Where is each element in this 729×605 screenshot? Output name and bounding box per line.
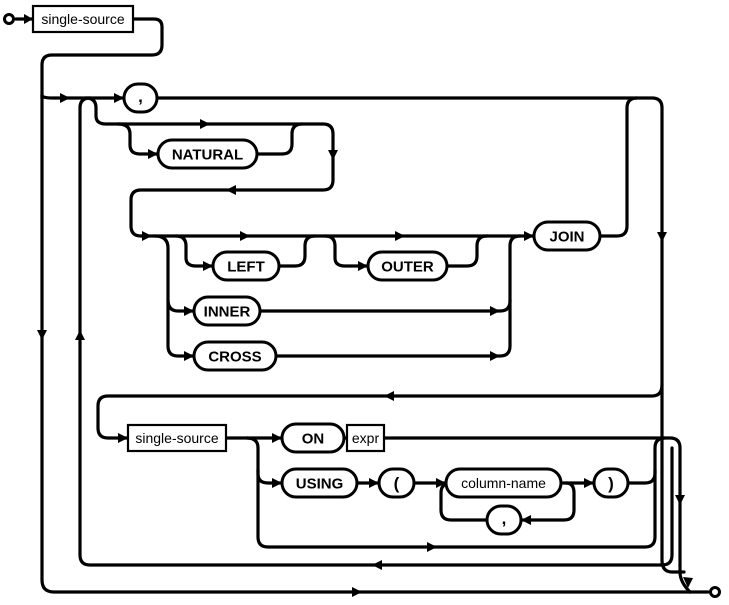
first-single-source-label: single-source — [41, 11, 124, 27]
comma-exit-wire — [155, 96, 686, 574]
inner-node — [192, 295, 262, 327]
arrow-join-in — [524, 231, 534, 241]
arrow-cross-out — [490, 351, 500, 361]
close-paren-exit-wire — [626, 436, 667, 485]
arrow-bottom-right — [352, 587, 362, 597]
return-to-source-wire — [96, 383, 664, 440]
arrow-natural-in — [148, 149, 158, 159]
arrow-inner-out — [490, 306, 500, 316]
outer-node — [366, 250, 449, 282]
start-terminal — [3, 13, 15, 25]
close-paren-node — [592, 467, 630, 499]
outer-path-wire — [323, 234, 370, 268]
natural-path-wire — [116, 122, 160, 156]
arrow-entry — [24, 14, 33, 24]
arrow-close-paren-in — [584, 478, 594, 488]
second-single-source-node — [126, 423, 228, 453]
outer-exit-wire — [445, 234, 489, 268]
first-single-source-node — [31, 4, 135, 34]
expr-exit-wire — [382, 436, 692, 594]
arrow-using-in — [272, 478, 282, 488]
main-top-wire — [40, 93, 126, 100]
end-terminal — [709, 586, 721, 598]
cross-label: CROSS — [208, 349, 261, 366]
arrow-bypass-left — [427, 542, 437, 552]
arrow-column-loop — [521, 515, 531, 525]
arrow-left-top — [240, 231, 250, 241]
arrow-inner-in — [184, 306, 194, 316]
arrow-natural-back — [226, 185, 236, 195]
open-paren-label: ( — [394, 474, 400, 493]
arrow-repeat-up — [75, 330, 85, 340]
arrow-column-in — [436, 478, 446, 488]
comma-list-label: , — [502, 509, 507, 528]
join-exit-wire — [598, 96, 639, 238]
left-label: LEFT — [227, 259, 265, 276]
arrow-main-top — [60, 93, 70, 103]
diagram-wires — [14, 17, 710, 594]
using-label: USING — [296, 476, 344, 493]
repeat-loop-wire — [78, 96, 674, 567]
cross-exit-wire — [274, 298, 512, 358]
arrow-outer-down — [37, 330, 47, 340]
column-name-label: column-name — [461, 475, 546, 491]
cross-node — [192, 340, 278, 372]
arrow-paren-in — [369, 478, 379, 488]
arrow-exit-down — [683, 577, 693, 588]
second-single-source-label: single-source — [135, 430, 218, 446]
close-paren-label: ) — [608, 474, 614, 493]
join-branch-wire — [84, 96, 536, 238]
join-node — [532, 220, 602, 252]
open-paren-node — [377, 467, 416, 499]
outer-bypass-wire — [40, 93, 692, 594]
using-branch-wire — [245, 436, 284, 485]
on-using-bypass-wire — [256, 468, 657, 549]
inner-cross-branch-wire — [153, 234, 196, 358]
column-loop-wire — [519, 481, 576, 522]
expr-label: expr — [352, 430, 380, 446]
on-label: ON — [302, 431, 325, 448]
first-source-exit-wire — [40, 17, 164, 100]
arrow-source-in — [118, 433, 128, 443]
arrow-return-left — [384, 391, 394, 401]
on-node — [280, 422, 346, 454]
arrow-comma-bus-down — [657, 232, 667, 242]
comma-top-node — [122, 82, 159, 114]
natural-label: NATURAL — [172, 147, 243, 164]
arrow-on-in — [272, 433, 282, 443]
arrow-cross-in — [184, 351, 194, 361]
arrow-expr-bus-down — [675, 495, 685, 505]
arrow-branch-down — [328, 150, 338, 160]
column-name-node — [444, 467, 563, 499]
arrow-branch-top — [200, 119, 210, 129]
comma-top-label: , — [138, 87, 143, 106]
natural-exit-wire — [255, 122, 304, 156]
arrow-left-in — [203, 261, 213, 271]
arrow-join-ops — [142, 231, 152, 241]
arrow-outer-in — [358, 261, 368, 271]
expr-node — [345, 423, 386, 453]
natural-node — [156, 138, 259, 170]
outer-label: OUTER — [381, 259, 434, 276]
comma-list-node — [485, 504, 523, 536]
left-path-wire — [174, 234, 215, 268]
inner-label: INNER — [204, 304, 251, 321]
inner-path-wire — [166, 298, 196, 313]
left-node — [211, 250, 281, 282]
arrow-repeat-left — [372, 560, 382, 570]
left-exit-wire — [277, 234, 317, 268]
using-node — [280, 467, 359, 499]
join-label: JOIN — [549, 229, 584, 246]
arrow-comma-in — [114, 93, 124, 103]
arrow-outer-top — [395, 231, 405, 241]
